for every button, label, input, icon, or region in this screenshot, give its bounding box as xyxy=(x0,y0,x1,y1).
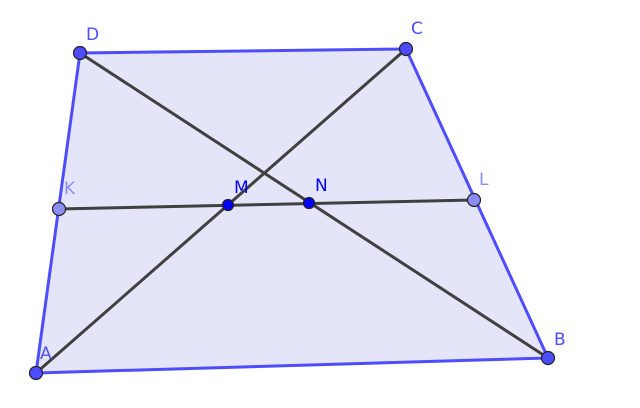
midline-kl[interactable] xyxy=(58,198,475,211)
label-m: M xyxy=(234,178,249,198)
point-l[interactable] xyxy=(466,192,482,208)
point-b[interactable] xyxy=(540,350,556,366)
point-k[interactable] xyxy=(51,201,67,217)
point-a[interactable] xyxy=(28,365,44,381)
label-a: A xyxy=(40,344,52,364)
label-k: K xyxy=(64,179,76,199)
label-c: C xyxy=(411,19,423,39)
label-l: L xyxy=(479,170,489,190)
diagonal-ac[interactable] xyxy=(35,47,407,375)
label-b: B xyxy=(554,330,566,350)
point-m[interactable] xyxy=(221,198,235,212)
label-n: N xyxy=(315,176,328,196)
label-d: D xyxy=(86,25,99,45)
side-ab[interactable] xyxy=(35,356,549,375)
point-n[interactable] xyxy=(302,196,316,210)
trapezoid-abcd xyxy=(36,49,548,373)
side-cd[interactable] xyxy=(79,47,407,55)
point-d[interactable] xyxy=(72,45,88,61)
point-c[interactable] xyxy=(398,41,414,57)
